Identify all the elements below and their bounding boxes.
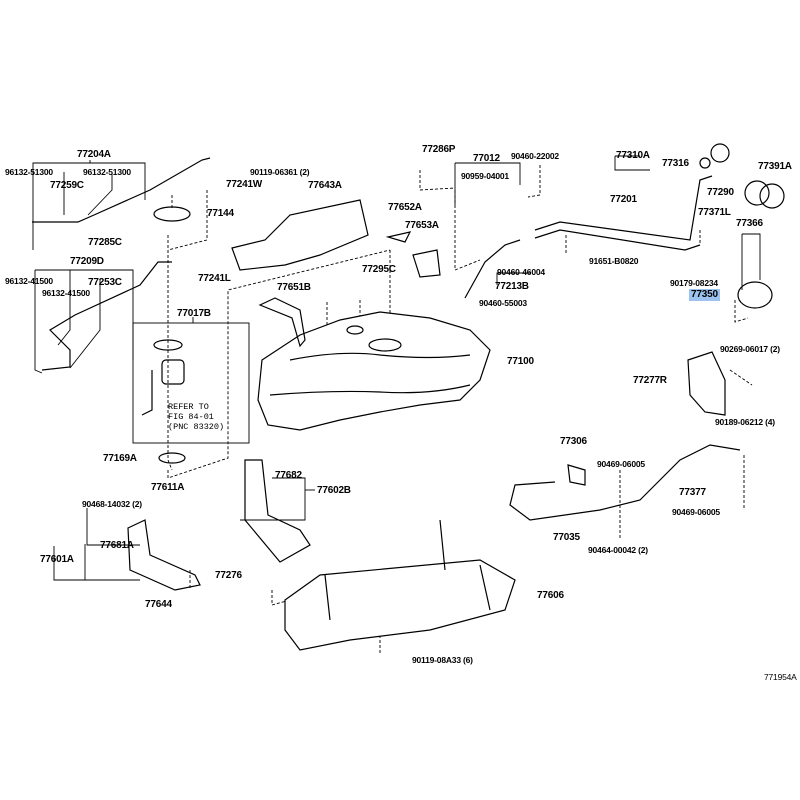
note-line: FIG 84-01: [168, 412, 214, 422]
part-label-90469-06005[interactable]: 90469-06005: [672, 507, 720, 517]
part-label-77682[interactable]: 77682: [275, 470, 302, 481]
part-label-77644[interactable]: 77644: [145, 599, 172, 610]
part-label-77100[interactable]: 77100: [507, 356, 534, 367]
part-label-77213b[interactable]: 77213B: [495, 281, 529, 292]
part-label-90464-00042-2[interactable]: 90464-00042 (2): [588, 545, 648, 555]
part-label-77601a[interactable]: 77601A: [40, 554, 74, 565]
part-label-77316[interactable]: 77316: [662, 158, 689, 169]
housing-77277R: [687, 351, 726, 416]
retainer-77144: [153, 206, 191, 222]
fuel-lid-77350: [737, 281, 773, 309]
reference-note: REFER TO FIG 84-01 (PNC 83320): [168, 402, 224, 432]
part-label-77290[interactable]: 77290: [707, 187, 734, 198]
part-label-77652a[interactable]: 77652A: [388, 202, 422, 213]
tube-77209D: [41, 261, 172, 371]
part-label-77201[interactable]: 77201: [610, 194, 637, 205]
part-label-77286p[interactable]: 77286P: [422, 144, 456, 155]
part-label-77643a[interactable]: 77643A: [308, 180, 342, 191]
gasket-77169A: [158, 452, 186, 464]
fuel-tank-77100: [257, 311, 491, 431]
part-label-90119-08a33-6[interactable]: 90119-08A33 (6): [412, 655, 473, 665]
part-label-90460-55003[interactable]: 90460-55003: [479, 298, 527, 308]
filler-pipe-77201: [534, 175, 713, 241]
part-label-90468-14032-2[interactable]: 90468-14032 (2): [82, 499, 142, 509]
part-label-77017b[interactable]: 77017B: [177, 308, 211, 319]
part-label-90460-22002[interactable]: 90460-22002: [511, 151, 559, 161]
part-label-96132-51300[interactable]: 96132-51300: [83, 167, 131, 177]
part-label-77366[interactable]: 77366: [736, 218, 763, 229]
part-label-77371l[interactable]: 77371L: [698, 207, 731, 218]
part-label-77611a[interactable]: 77611A: [151, 482, 185, 493]
part-label-77681a[interactable]: 77681A: [100, 540, 134, 551]
part-label-77012[interactable]: 77012: [473, 153, 500, 164]
part-label-77169a[interactable]: 77169A: [103, 453, 137, 464]
part-label-77204a[interactable]: 77204A: [77, 149, 111, 160]
part-label-77253c[interactable]: 77253C: [88, 277, 122, 288]
part-label-77306[interactable]: 77306: [560, 436, 587, 447]
part-label-90460-46004[interactable]: 90460-46004: [497, 267, 545, 277]
band-77602B: [244, 459, 311, 563]
part-label-77391a[interactable]: 77391A: [758, 161, 792, 172]
protector-77606: [284, 559, 516, 651]
band-77651B: [258, 297, 306, 348]
part-label-77209d[interactable]: 77209D: [70, 256, 104, 267]
part-label-77259c[interactable]: 77259C: [50, 180, 84, 191]
part-label-96132-41500[interactable]: 96132-41500: [5, 276, 53, 286]
part-label-91651-b0820[interactable]: 91651-B0820: [589, 256, 639, 266]
part-label-90119-06361-2[interactable]: 90119-06361 (2): [250, 167, 310, 177]
part-label-90179-08234[interactable]: 90179-08234: [670, 278, 718, 288]
part-label-77285c[interactable]: 77285C: [88, 237, 122, 248]
part-label-96132-51300[interactable]: 96132-51300: [5, 167, 53, 177]
part-label-77241w[interactable]: 77241W: [226, 179, 263, 190]
part-label-77310a[interactable]: 77310A: [616, 150, 650, 161]
cable-77035: [509, 444, 741, 521]
part-label-77035[interactable]: 77035: [553, 532, 580, 543]
note-line: (PNC 83320): [168, 422, 225, 432]
part-label-77241l[interactable]: 77241L: [198, 273, 231, 284]
part-label-77377[interactable]: 77377: [679, 487, 706, 498]
part-label-90959-04001[interactable]: 90959-04001: [461, 171, 509, 181]
note-line: REFER TO: [168, 402, 209, 412]
part-label-77295c[interactable]: 77295C: [362, 264, 396, 275]
band-77601A: [127, 519, 201, 591]
figure-code: 771954A: [764, 672, 797, 682]
part-label-77602b[interactable]: 77602B: [317, 485, 351, 496]
part-label-77276[interactable]: 77276: [215, 570, 242, 581]
part-label-77651b[interactable]: 77651B: [277, 282, 311, 293]
part-label-90189-06212-4[interactable]: 90189-06212 (4): [715, 417, 775, 427]
part-label-90269-06017-2[interactable]: 90269-06017 (2): [720, 344, 780, 354]
part-label-77653a[interactable]: 77653A: [405, 220, 439, 231]
part-label-77277r[interactable]: 77277R: [633, 375, 667, 386]
part-label-77144[interactable]: 77144: [207, 208, 234, 219]
part-label-96132-41500[interactable]: 96132-41500: [42, 288, 90, 298]
tube-77204A: [32, 157, 211, 223]
part-label-77350[interactable]: 77350: [689, 289, 720, 301]
protector-77643A: [231, 199, 369, 271]
part-label-90469-06005[interactable]: 90469-06005: [597, 459, 645, 469]
leader-lines: [32, 155, 761, 581]
part-label-77606[interactable]: 77606: [537, 590, 564, 601]
hose-77213B: [464, 239, 521, 299]
